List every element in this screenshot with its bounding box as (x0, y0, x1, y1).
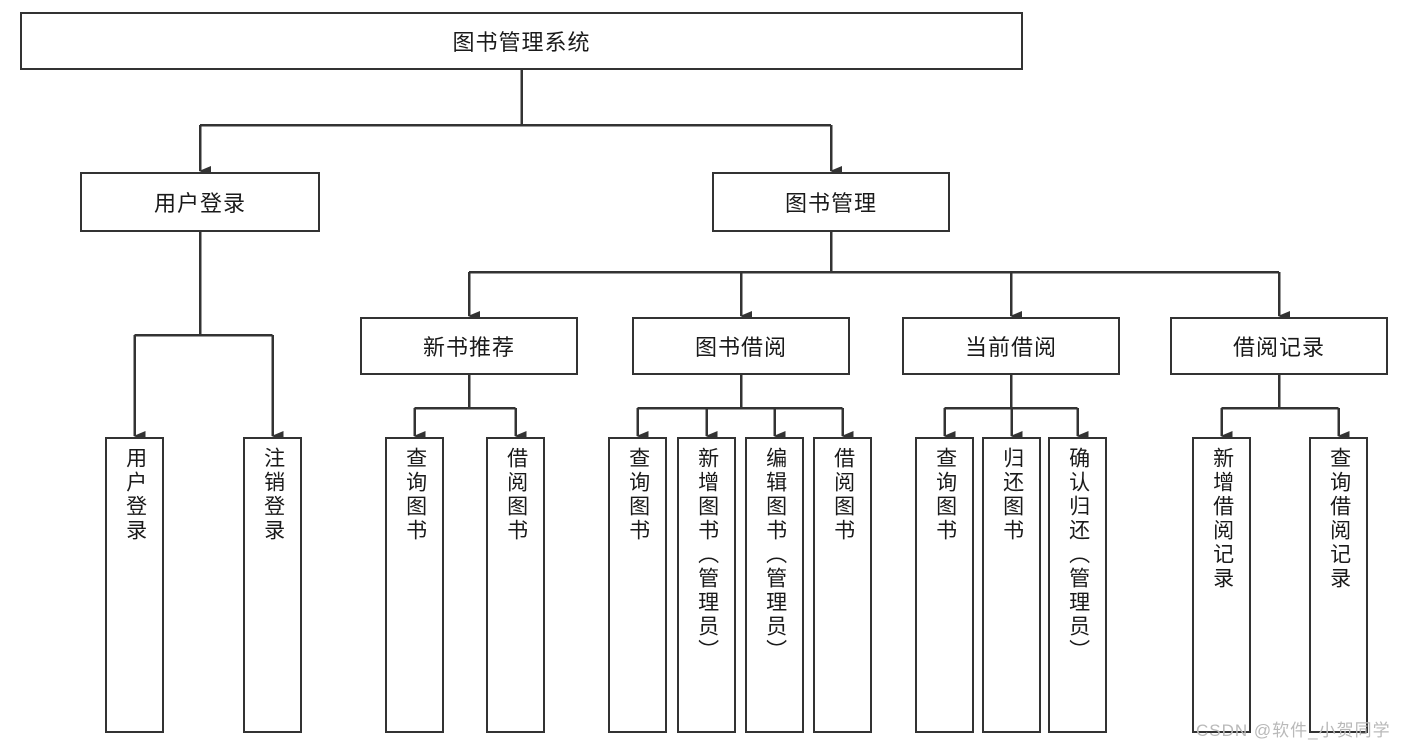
node-current-2[interactable]: 归还图书 (982, 437, 1041, 733)
node-label: 用户登录 (123, 447, 147, 543)
node-newbook[interactable]: 新书推荐 (360, 317, 578, 375)
node-current-3[interactable]: 确认归还（管理员） (1048, 437, 1107, 733)
node-label: 借阅图书 (831, 447, 855, 543)
node-label: 图书借阅 (694, 335, 787, 360)
node-label: 新增借阅记录 (1210, 447, 1234, 591)
node-newbook-1[interactable]: 查询图书 (385, 437, 444, 733)
node-label: 借阅图书 (504, 447, 528, 543)
node-login-2[interactable]: 注销登录 (243, 437, 302, 733)
node-label: 查询借阅记录 (1327, 447, 1351, 591)
node-root[interactable]: 图书管理系统 (20, 12, 1023, 70)
node-borrow-1[interactable]: 查询图书 (608, 437, 667, 733)
csdn-watermark: CSDN @软件_小贺同学 (1196, 721, 1391, 740)
node-borrow-2[interactable]: 新增图书（管理员） (677, 437, 736, 733)
node-login[interactable]: 用户登录 (80, 172, 320, 232)
node-borrow[interactable]: 图书借阅 (632, 317, 850, 375)
node-record-1[interactable]: 新增借阅记录 (1192, 437, 1251, 733)
node-bookmgmt[interactable]: 图书管理 (712, 172, 950, 232)
node-label: 图书管理 (784, 191, 877, 216)
node-label: 查询图书 (933, 447, 957, 543)
node-label: 新增图书（管理员） (695, 447, 719, 663)
node-record-2[interactable]: 查询借阅记录 (1309, 437, 1368, 733)
node-label: 借阅记录 (1232, 335, 1325, 360)
node-label: 新书推荐 (422, 335, 515, 360)
node-label: 查询图书 (626, 447, 650, 543)
node-current[interactable]: 当前借阅 (902, 317, 1120, 375)
node-label: 查询图书 (403, 447, 427, 543)
node-login-1[interactable]: 用户登录 (105, 437, 164, 733)
node-label: 归还图书 (1000, 447, 1024, 543)
node-label: 编辑图书（管理员） (763, 447, 787, 663)
node-record[interactable]: 借阅记录 (1170, 317, 1388, 375)
node-label: 图书管理系统 (452, 30, 591, 55)
node-label: 用户登录 (153, 191, 246, 216)
node-borrow-3[interactable]: 编辑图书（管理员） (745, 437, 804, 733)
node-newbook-2[interactable]: 借阅图书 (486, 437, 545, 733)
node-label: 当前借阅 (964, 335, 1057, 360)
node-current-1[interactable]: 查询图书 (915, 437, 974, 733)
node-borrow-4[interactable]: 借阅图书 (813, 437, 872, 733)
node-label: 确认归还（管理员） (1066, 447, 1090, 663)
node-label: 注销登录 (261, 447, 285, 543)
